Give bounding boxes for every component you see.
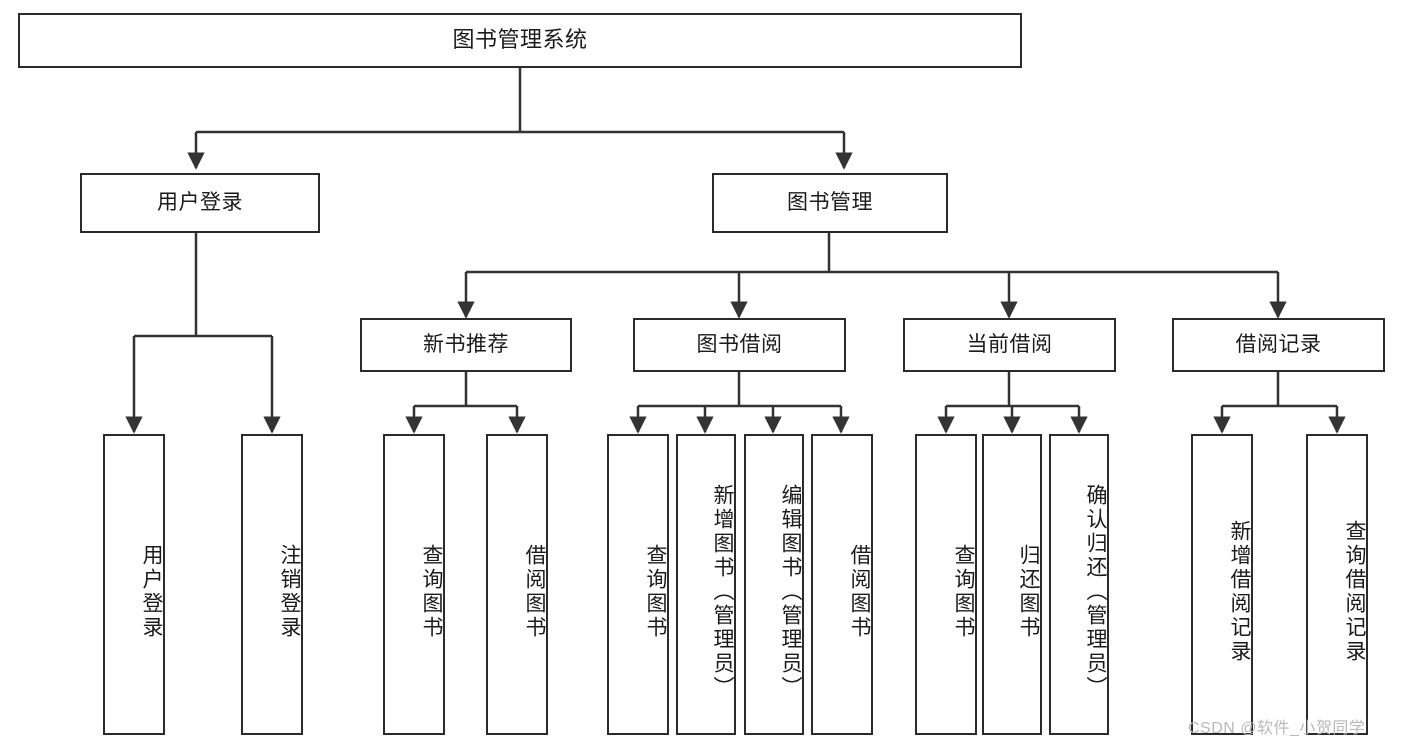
leaf-current-borrow-confirm-return[interactable]: 确认归还（管理员） [1049, 434, 1109, 735]
node-label: 新增借阅记录 [1228, 519, 1251, 664]
leaf-user-login-login[interactable]: 用户登录 [103, 434, 165, 735]
leaf-current-borrow-return[interactable]: 归还图书 [982, 434, 1042, 735]
node-label: 图书管理 [787, 191, 873, 215]
node-label: 图书借阅 [696, 333, 783, 357]
node-label: 用户登录 [140, 543, 163, 640]
node-current-borrow[interactable]: 当前借阅 [903, 318, 1116, 372]
leaf-borrow-record-add[interactable]: 新增借阅记录 [1191, 434, 1253, 735]
leaf-book-borrow-edit[interactable]: 编辑图书（管理员） [744, 434, 804, 735]
leaf-book-borrow-borrow[interactable]: 借阅图书 [811, 434, 873, 735]
node-label: 借阅图书 [523, 543, 546, 640]
node-label: 新增图书（管理员） [711, 483, 734, 700]
node-label: 编辑图书（管理员） [779, 483, 802, 700]
leaf-borrow-record-query[interactable]: 查询借阅记录 [1306, 434, 1368, 735]
node-label: 新书推荐 [423, 333, 509, 357]
node-label: 图书管理系统 [452, 27, 588, 53]
node-label: 查询图书 [952, 543, 975, 640]
node-borrow-record[interactable]: 借阅记录 [1172, 318, 1385, 372]
node-user-login[interactable]: 用户登录 [80, 173, 320, 233]
node-book-management[interactable]: 图书管理 [712, 173, 948, 233]
node-label: 借阅记录 [1235, 333, 1322, 357]
leaf-current-borrow-query[interactable]: 查询图书 [915, 434, 977, 735]
leaf-new-book-borrow[interactable]: 借阅图书 [486, 434, 548, 735]
leaf-new-book-query[interactable]: 查询图书 [383, 434, 445, 735]
node-label: 用户登录 [157, 191, 243, 215]
node-label: 查询借阅记录 [1343, 519, 1366, 664]
leaf-book-borrow-add[interactable]: 新增图书（管理员） [676, 434, 736, 735]
leaf-book-borrow-query[interactable]: 查询图书 [607, 434, 669, 735]
node-label: 注销登录 [278, 543, 301, 640]
node-label: 归还图书 [1017, 543, 1040, 640]
node-new-book-recommend[interactable]: 新书推荐 [360, 318, 572, 372]
node-label: 查询图书 [420, 543, 443, 640]
node-label: 查询图书 [644, 543, 667, 640]
node-book-borrow[interactable]: 图书借阅 [633, 318, 846, 372]
node-label: 当前借阅 [966, 333, 1053, 357]
node-root-system[interactable]: 图书管理系统 [18, 13, 1022, 68]
node-label: 借阅图书 [848, 543, 871, 640]
node-label: 确认归还（管理员） [1084, 483, 1107, 700]
leaf-user-login-logout[interactable]: 注销登录 [241, 434, 303, 735]
